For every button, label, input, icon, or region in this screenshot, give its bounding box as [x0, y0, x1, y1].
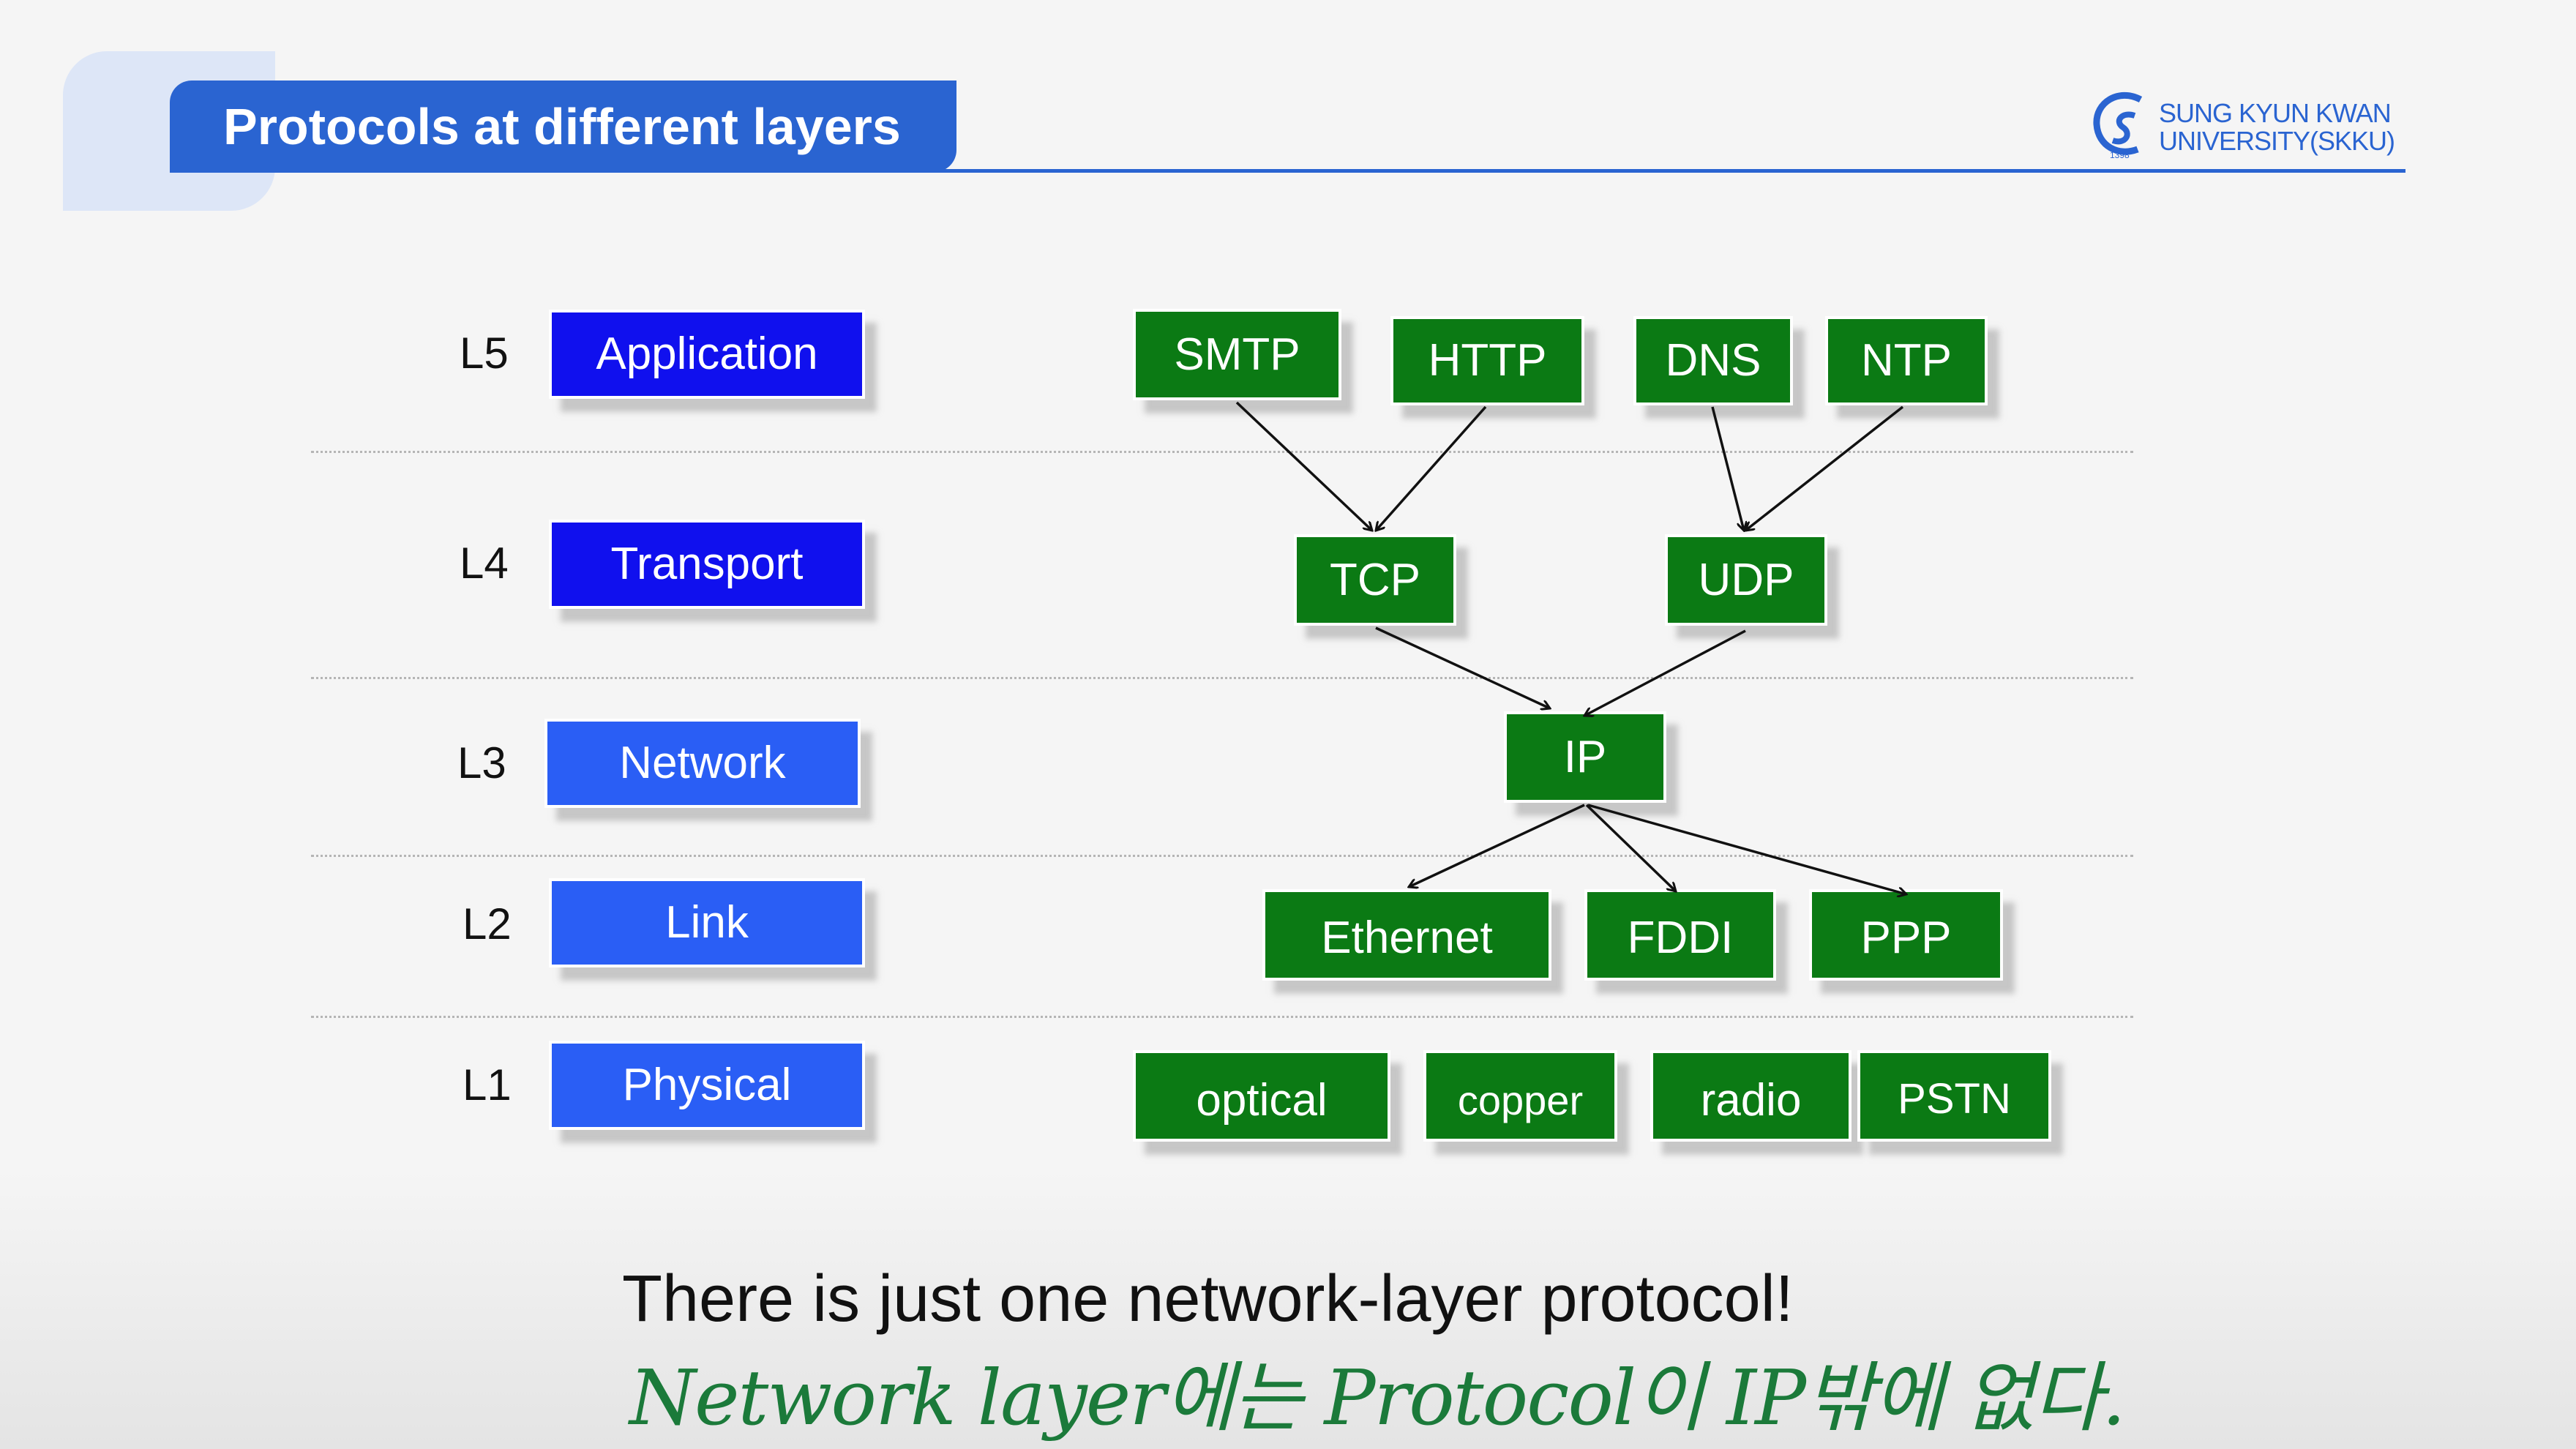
logo-text: SUNG KYUN KWAN UNIVERSITY(SKKU): [2159, 100, 2395, 155]
protocol-box-ip: IP: [1504, 711, 1666, 803]
level-label-l3: L3: [457, 738, 506, 787]
layer-box-physical: Physical: [549, 1041, 865, 1130]
protocol-box-ethernet: Ethernet: [1262, 889, 1551, 981]
arrow-udp-ip: [1584, 629, 1746, 716]
slide-title: Protocols at different layers: [223, 98, 901, 155]
arrow-http-tcp: [1376, 405, 1487, 531]
layer-divider: [311, 855, 2133, 857]
arrow-tcp-ip: [1375, 626, 1550, 708]
protocol-box-ntp: NTP: [1825, 316, 1988, 405]
layer-box-network: Network: [544, 719, 861, 808]
protocol-box-http: HTTP: [1390, 316, 1584, 405]
university-logo: 1398 SUNG KYUN KWAN UNIVERSITY(SKKU): [2089, 86, 2411, 167]
handwritten-note: Network layer에는 Protocol이 IP밖에 없다.: [629, 1353, 2126, 1442]
protocol-box-ppp: PPP: [1809, 889, 2003, 981]
protocol-box-copper: copper: [1423, 1050, 1617, 1142]
protocol-box-smtp: SMTP: [1133, 309, 1341, 400]
protocol-box-optical: optical: [1133, 1050, 1390, 1142]
arrow-smtp-tcp: [1235, 401, 1372, 531]
protocol-box-dns: DNS: [1633, 316, 1793, 405]
level-label-l1: L1: [463, 1060, 512, 1109]
arrow-ntp-udp: [1745, 405, 1904, 531]
arrow-ip-ppp: [1587, 804, 1906, 894]
level-label-l2: L2: [463, 899, 512, 948]
arrow-dns-udp: [1711, 406, 1744, 531]
level-label-l5: L5: [460, 329, 509, 378]
protocol-box-radio: radio: [1650, 1050, 1852, 1142]
level-label-l4: L4: [460, 539, 509, 588]
arrow-ip-fddi: [1585, 804, 1676, 891]
title-bar: [170, 80, 956, 172]
layer-box-transport: Transport: [549, 520, 865, 609]
arrow-ip-ethernet: [1409, 804, 1585, 887]
layer-divider: [311, 451, 2133, 453]
layer-divider: [311, 677, 2133, 679]
logo-line-1: SUNG KYUN KWAN: [2159, 98, 2392, 128]
layer-box-link: Link: [549, 878, 865, 967]
floor-background: [0, 1171, 2576, 1449]
skku-emblem-icon: 1398: [2093, 91, 2143, 160]
protocol-box-fddi: FDDI: [1584, 889, 1776, 981]
protocol-box-tcp: TCP: [1294, 534, 1456, 626]
title-underline: [170, 169, 2405, 173]
layer-divider: [311, 1016, 2133, 1018]
protocol-box-pstn: PSTN: [1857, 1050, 2051, 1142]
layer-box-application: Application: [549, 310, 865, 399]
logo-line-2: UNIVERSITY(SKKU): [2159, 126, 2395, 156]
caption-text: There is just one network-layer protocol…: [622, 1262, 1794, 1336]
svg-text:1398: 1398: [2110, 150, 2130, 160]
protocol-box-udp: UDP: [1665, 534, 1827, 626]
